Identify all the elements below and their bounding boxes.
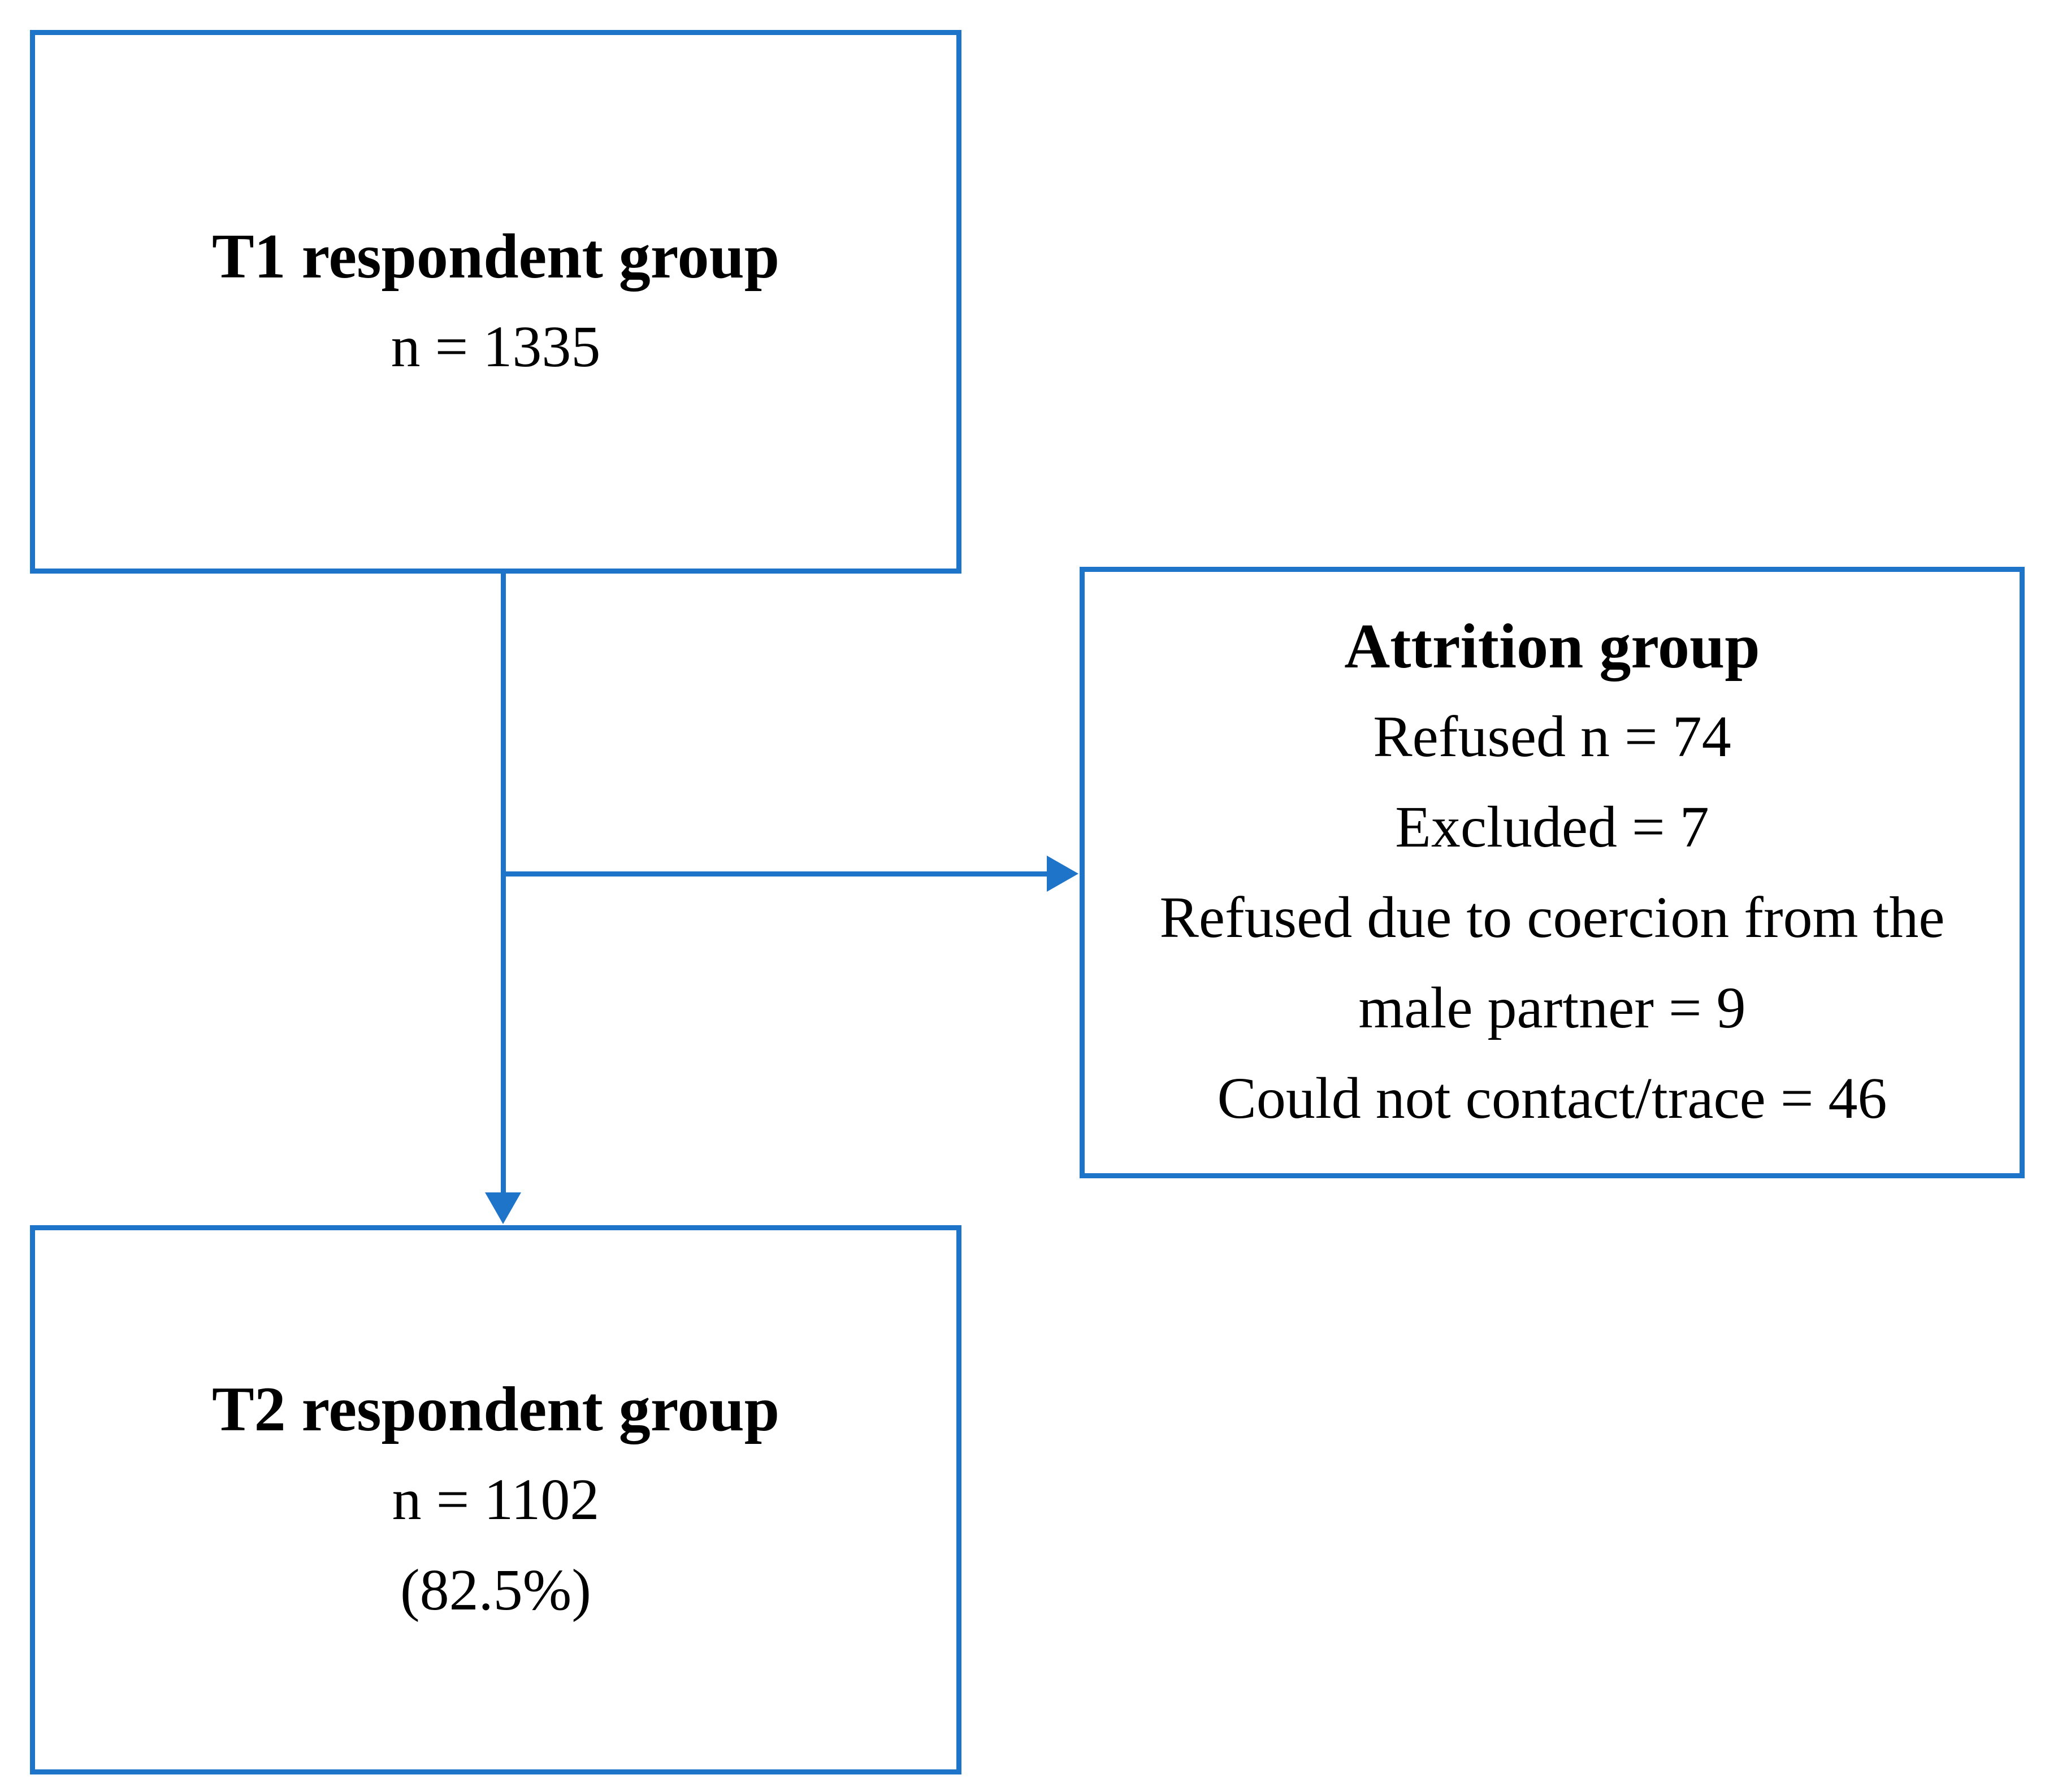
attrition-coercion-line2: male partner = 9	[1358, 975, 1746, 1040]
connector-line-horizontal	[503, 871, 1050, 877]
t2-box-percent: (82.5%)	[400, 1557, 591, 1622]
arrowhead-down-icon	[485, 1192, 521, 1224]
t2-box-title: T2 respondent group	[211, 1374, 780, 1444]
attrition-box-title: Attrition group	[1344, 611, 1760, 682]
attrition-coercion-line1: Refused due to coercion from the	[1159, 885, 1945, 950]
t2-box-count: n = 1102	[392, 1467, 600, 1532]
attrition-excluded: Excluded = 7	[1395, 795, 1709, 860]
t1-box-title: T1 respondent group	[211, 222, 780, 292]
attrition-no-contact: Could not contact/trace = 46	[1217, 1066, 1887, 1131]
t2-respondent-box: T2 respondent group n = 1102 (82.5%)	[30, 1225, 961, 1774]
attrition-refused: Refused n = 74	[1373, 704, 1731, 769]
t1-respondent-box: T1 respondent group n = 1335	[30, 30, 961, 574]
attrition-box: Attrition group Refused n = 74 Excluded …	[1080, 567, 2025, 1178]
arrowhead-right-icon	[1047, 856, 1078, 892]
t1-box-count: n = 1335	[391, 314, 601, 379]
connector-line-vertical	[501, 574, 506, 1198]
